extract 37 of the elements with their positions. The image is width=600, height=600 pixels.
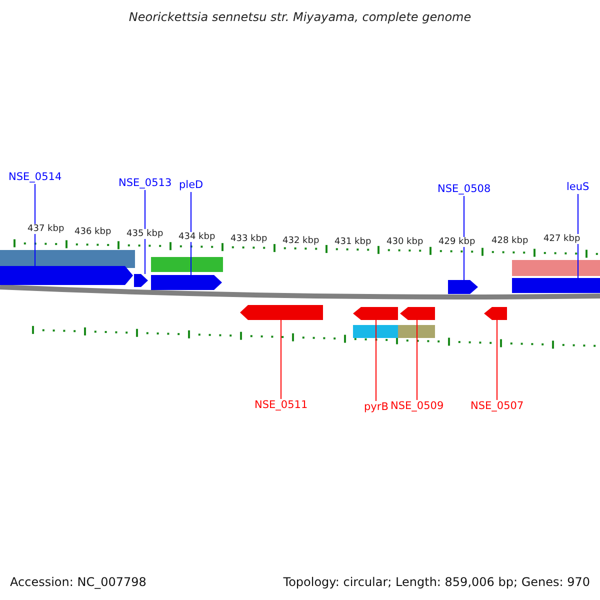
gene-label: pyrB — [364, 401, 388, 414]
leader-line — [34, 184, 36, 266]
scale-label: 434 kbp — [178, 232, 216, 242]
scale-label: 435 kbp — [126, 229, 164, 239]
gene-label: NSE_0514 — [8, 171, 62, 184]
gene-label: leuS — [566, 181, 590, 194]
gene-feature — [484, 307, 507, 320]
leader-line — [144, 190, 146, 274]
scale-label: 432 kbp — [282, 236, 320, 246]
gene-label: pleD — [179, 179, 204, 192]
footer-note: Accession: NC_007798 — [10, 575, 146, 589]
leader-line — [190, 192, 192, 276]
scale-label: 433 kbp — [230, 234, 268, 244]
leader-line — [496, 320, 498, 400]
footer-note: Topology: circular; Length: 859,006 bp; Genes: 970 — [283, 575, 590, 589]
leader-line — [280, 320, 282, 400]
gene-label: NSE_0508 — [438, 183, 491, 196]
leader-line — [416, 320, 418, 400]
gene-feature — [448, 280, 478, 294]
scale-label: 429 kbp — [438, 237, 476, 247]
scale-label: 437 kbp — [28, 224, 64, 234]
chart-title: Neorickettsia sennetsu str. Miyayama, complete genome — [128, 10, 472, 24]
scale-label: 430 kbp — [386, 237, 424, 247]
gene-feature — [151, 275, 222, 290]
gene-feature — [134, 274, 148, 287]
gene-feature — [240, 305, 323, 320]
gene-label: NSE_0507 — [470, 400, 524, 413]
gene-label: NSE_0513 — [118, 177, 172, 190]
gene-feature — [512, 278, 600, 293]
gene-label: NSE_0511 — [254, 399, 308, 412]
scale-label: 427 kbp — [544, 234, 580, 244]
scale-label: 436 kbp — [74, 227, 112, 237]
scale-label: 431 kbp — [334, 237, 372, 247]
gene-feature — [353, 307, 398, 320]
scale-label: 428 kbp — [492, 236, 528, 246]
gene-feature — [400, 307, 435, 320]
gene-label: NSE_0509 — [390, 400, 444, 413]
